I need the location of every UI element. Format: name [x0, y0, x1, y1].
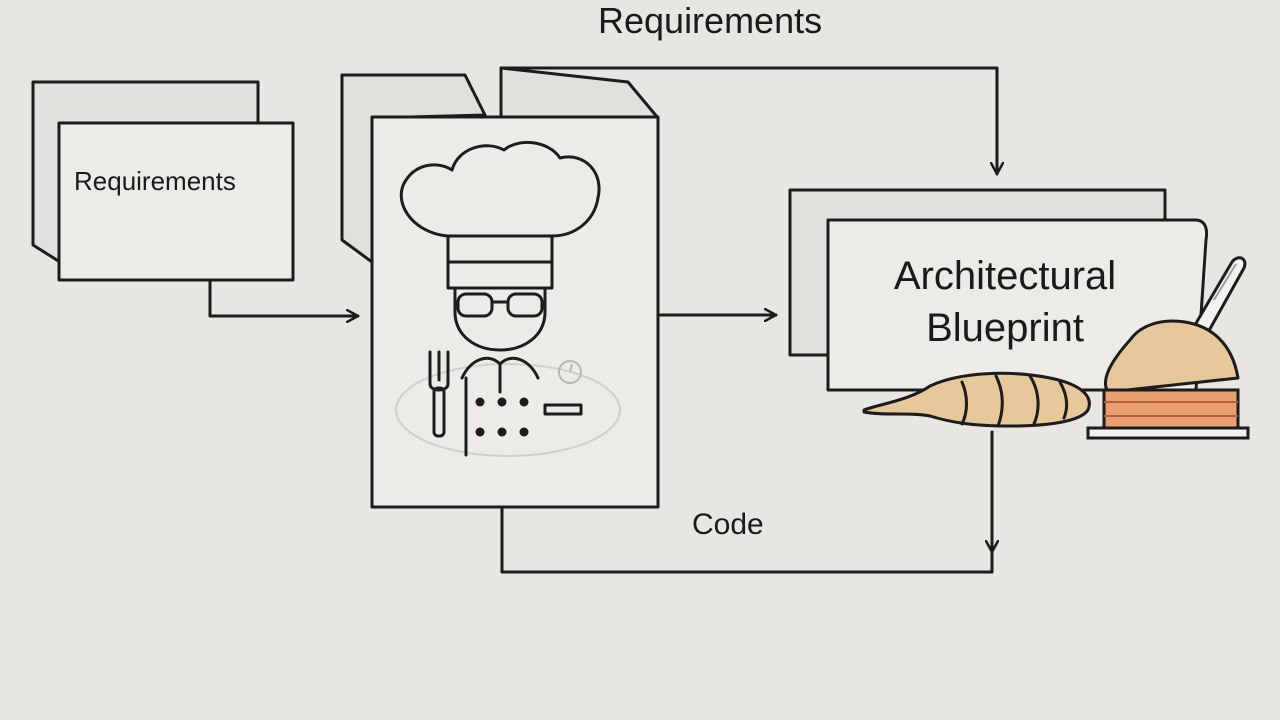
blueprint-doc-stack	[788, 188, 1209, 392]
chef-doc-stack	[340, 66, 660, 509]
arrow-requirements-to-chef	[208, 280, 360, 316]
bread-and-cake-icon	[862, 256, 1250, 440]
arrow-top-requirements-to-blueprint	[499, 66, 997, 176]
code-label: Code	[692, 508, 764, 541]
chef-hat	[399, 140, 601, 238]
chef-doc-front	[370, 115, 660, 509]
chef-button	[519, 427, 529, 437]
blueprint-label: Architectural Blueprint	[840, 250, 1170, 354]
chef-timer-icon	[558, 360, 582, 384]
top-requirements-label: Requirements	[598, 0, 823, 41]
cake-plate	[1086, 426, 1250, 440]
requirements-doc-stack	[31, 80, 295, 282]
blueprint-label-line2: Blueprint	[926, 306, 1084, 350]
cake-top	[1103, 319, 1240, 394]
chef-button	[519, 397, 529, 407]
chef-doc-back-2	[499, 66, 660, 120]
chef-button	[497, 397, 507, 407]
chef-head	[453, 286, 547, 352]
knife-icon	[1190, 256, 1247, 338]
chef-button	[497, 427, 507, 437]
requirements-doc-label: Requirements	[74, 166, 236, 196]
arrow-code-loop	[500, 430, 992, 574]
chef-jacket	[464, 362, 502, 457]
blueprint-label-line1: Architectural	[893, 254, 1117, 298]
requirements-doc-front	[57, 121, 295, 282]
chef-button	[475, 397, 485, 407]
chef-timer-hand	[569, 363, 573, 373]
chef-glasses-left	[456, 292, 494, 318]
fork-icon	[428, 350, 450, 438]
chef-icon	[395, 140, 621, 457]
chef-button	[475, 427, 485, 437]
chef-pocket	[543, 403, 583, 416]
chef-shadow	[395, 363, 621, 457]
bread-loaf	[862, 371, 1091, 428]
cake-layers	[1102, 388, 1240, 430]
chef-glasses-right	[506, 292, 544, 318]
